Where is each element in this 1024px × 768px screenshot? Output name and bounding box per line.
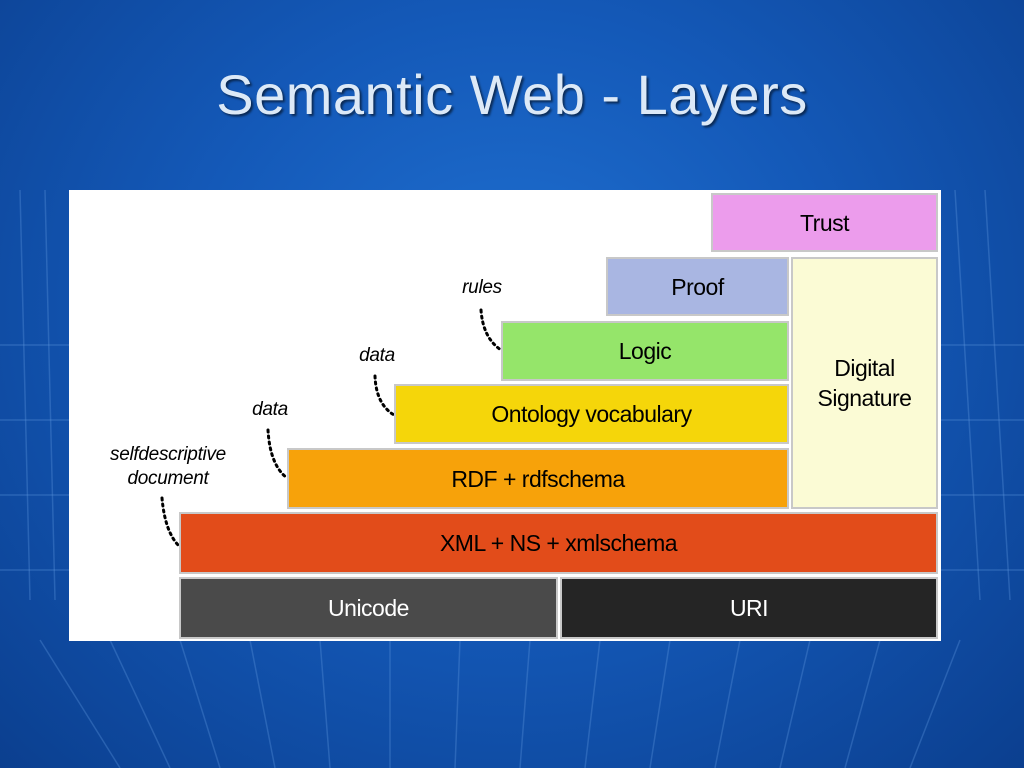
layer-proof: Proof <box>606 257 789 316</box>
layer-xml-ns-xmlschema-label: XML + NS + xmlschema <box>439 530 678 556</box>
annotation-data-ontology: data <box>252 399 288 420</box>
layer-xml-ns-xmlschema: XML + NS + xmlschema <box>179 512 938 574</box>
layer-unicode: Unicode <box>179 577 558 639</box>
layer-digital-signature: Digital Signature <box>791 257 938 509</box>
connector-selfdescriptive <box>160 496 181 548</box>
connector-data-logic <box>373 374 396 417</box>
layer-trust: Trust <box>711 193 938 252</box>
layer-logic-label: Logic <box>618 338 672 364</box>
annotation-selfdescriptive-document: selfdescriptive document <box>110 444 226 489</box>
layer-rdf-rdfschema-label: RDF + rdfschema <box>451 465 625 492</box>
connector-data-ontology <box>266 428 289 480</box>
layer-logic: Logic <box>501 321 789 381</box>
layer-unicode-label: Unicode <box>328 595 409 621</box>
layer-rdf-rdfschema: RDF + rdfschema <box>287 448 789 509</box>
slide-title: Semantic Web - Layers <box>216 63 808 126</box>
annotation-rules: rules <box>462 277 502 298</box>
layer-uri-label: URI <box>729 595 769 621</box>
layer-ontology-vocabulary: Ontology vocabulary <box>394 384 789 444</box>
semantic-web-layer-diagram: Trust Proof Digital Signature Logic Onto… <box>69 190 941 641</box>
layer-digital-signature-label: Digital Signature <box>817 355 912 411</box>
layer-uri: URI <box>560 577 938 639</box>
connector-rules <box>479 308 503 352</box>
layer-trust-label: Trust <box>799 209 850 236</box>
layer-ontology-vocabulary-label: Ontology vocabulary <box>491 401 692 427</box>
layer-proof-label: Proof <box>671 273 724 300</box>
annotation-data-logic: data <box>359 345 395 366</box>
